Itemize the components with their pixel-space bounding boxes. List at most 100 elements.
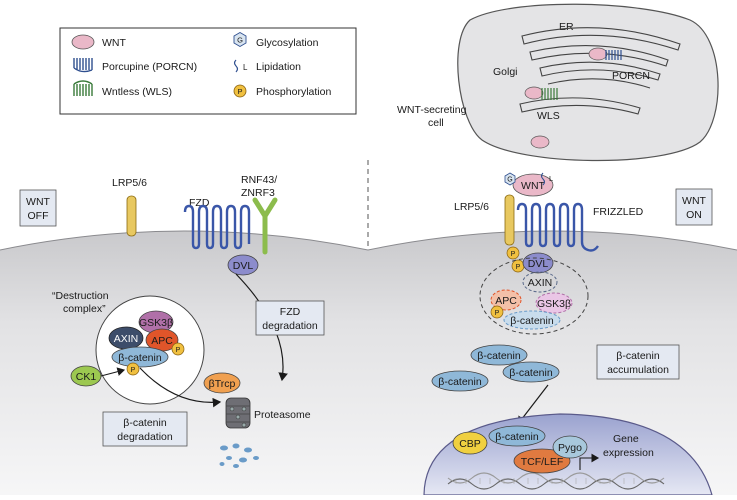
bcat-phospho	[126, 362, 140, 376]
phosphorylation-symbol: P	[237, 87, 242, 96]
accum-line2: accumulation	[607, 364, 669, 376]
dvl-on-label: DVL	[528, 258, 549, 270]
free-bcat-1	[470, 344, 528, 366]
lrp-off-receptor	[126, 195, 137, 237]
dna-helix	[447, 472, 665, 490]
legend-wnt-label: WNT	[102, 37, 126, 49]
fzd-deg-line1: FZD	[280, 306, 301, 318]
gene-line1: Gene	[613, 433, 639, 445]
rnf-label-line1: RNF43/	[241, 174, 277, 186]
fzd-degradation-box	[255, 300, 325, 336]
glycosylation-legend-icon	[233, 31, 247, 48]
apc-phospho-label: P	[176, 347, 181, 354]
wls-in-golgi	[524, 86, 558, 100]
axin-on	[522, 271, 558, 293]
wnt-on-line2: ON	[686, 209, 702, 221]
membrane-right	[367, 230, 737, 251]
porcupine-legend-icon	[73, 58, 93, 73]
dvl-off-label: DVL	[233, 260, 254, 272]
wnt-off-badge	[19, 189, 57, 227]
legend: WNT Porcupine (PORCN) Wntless (WLS) G Gl…	[59, 27, 357, 115]
wnt-off-panel: WNT OFF LRP5/6 FZD DVL RNF43/ ZNRF3 “Des…	[19, 174, 325, 468]
apc-on-phospho	[490, 305, 504, 319]
legend-lipidation-label: Lipidation	[256, 61, 301, 73]
beta-catenin-off-label: β-catenin	[118, 352, 162, 364]
rnf-label-line2: ZNRF3	[241, 187, 275, 199]
free-bcat-2	[431, 370, 489, 392]
wnt-on-panel: WNT ON LRP5/6 WNT G L FRIZZLED P P DVL A…	[423, 172, 713, 496]
free-bcat-3-label: β-catenin	[509, 367, 553, 379]
legend-porcupine-label: Porcupine (PORCN)	[102, 61, 197, 73]
wnt-glycosylation	[504, 172, 516, 186]
fzd-off-receptor	[183, 204, 251, 250]
cbp-label: CBP	[459, 438, 481, 450]
wnt-legend-icon	[71, 34, 95, 50]
wnt-glyco-label: G	[507, 177, 512, 184]
destruction-label-line1: “Destruction	[52, 290, 109, 302]
wntless-legend-icon	[73, 80, 93, 96]
lrp-off-label: LRP5/6	[112, 177, 147, 189]
secreting-cell-label-line2: cell	[428, 117, 444, 129]
wnt-on-badge	[675, 188, 713, 226]
membrane-left	[0, 230, 369, 251]
bcat-deg-line1: β-catenin	[123, 417, 167, 429]
wnt-off-line1: WNT	[26, 196, 50, 208]
destruction-label-line2: complex”	[63, 303, 106, 315]
rnf43-znrf3	[252, 197, 278, 255]
er-label: ER	[559, 21, 574, 33]
legend-glycosylation-label: Glycosylation	[256, 37, 319, 49]
bcat-accumulation-box	[596, 344, 680, 380]
dvl-off	[227, 254, 259, 276]
gsk-off-label: GSK3β	[139, 317, 173, 329]
legend-phosphorylation-label: Phosphorylation	[256, 86, 331, 98]
frizzled-label: FRIZZLED	[593, 206, 644, 218]
gsk-on	[535, 292, 573, 314]
wnt-ligand-label: WNT	[521, 180, 545, 192]
secreted-wnt-vesicle	[530, 135, 550, 149]
wnt-lipidation	[540, 172, 546, 186]
apc-on-label: APC	[495, 295, 517, 307]
porcn-label: PORCN	[612, 70, 650, 82]
nuclear-bcat	[488, 425, 546, 447]
tcf-lef	[513, 448, 571, 474]
lrp-phospho-1	[506, 246, 520, 260]
wnt-secreting-cell: ER Golgi PORCN WLS WNT-secreting cell	[397, 3, 719, 162]
wnt-off-line2: OFF	[28, 210, 49, 222]
cbp	[452, 431, 488, 455]
bcat-deg-line2: degradation	[117, 431, 173, 443]
btrcp	[203, 372, 241, 394]
lrp-phospho-1-label: P	[511, 251, 516, 258]
wnt-on-line1: WNT	[682, 195, 706, 207]
tcf-label: TCF/LEF	[521, 456, 564, 468]
ck1-arrow	[100, 367, 126, 377]
free-bcat-3	[502, 361, 560, 383]
ck1-label: CK1	[76, 371, 97, 383]
axin-off-label: AXIN	[114, 333, 139, 345]
gsk-on-label: GSK3β	[537, 298, 571, 310]
secreting-cell-label-line1: WNT-secreting	[397, 104, 467, 116]
golgi-stacks	[519, 27, 681, 115]
proteasome-label: Proteasome	[254, 409, 311, 421]
gene-line2: expression	[603, 447, 654, 459]
nuclear-bcat-label: β-catenin	[495, 431, 539, 443]
disassembled-complex	[479, 257, 589, 335]
fzd-deg-line2: degradation	[262, 320, 318, 332]
wnt-lipid-label: L	[549, 174, 553, 183]
pygo-label: Pygo	[558, 442, 582, 454]
porcn-in-er	[588, 47, 622, 61]
lipidation-legend-icon	[233, 59, 239, 73]
golgi-label: Golgi	[493, 66, 518, 78]
axin-on-label: AXIN	[528, 277, 553, 289]
free-bcat-2-label: β-catenin	[438, 376, 482, 388]
bcat-degradation-box	[102, 411, 188, 447]
pygo	[552, 435, 588, 459]
transcription-arrow	[579, 453, 600, 470]
legend-wntless-label: Wntless (WLS)	[102, 86, 172, 98]
beta-catenin-off	[111, 346, 169, 368]
apc-off-label: APC	[151, 335, 173, 347]
free-bcat-1-label: β-catenin	[477, 350, 521, 362]
lipidation-symbol: L	[243, 63, 248, 72]
dvl-on	[522, 252, 554, 274]
lrp-phospho-2-label: P	[516, 264, 521, 271]
